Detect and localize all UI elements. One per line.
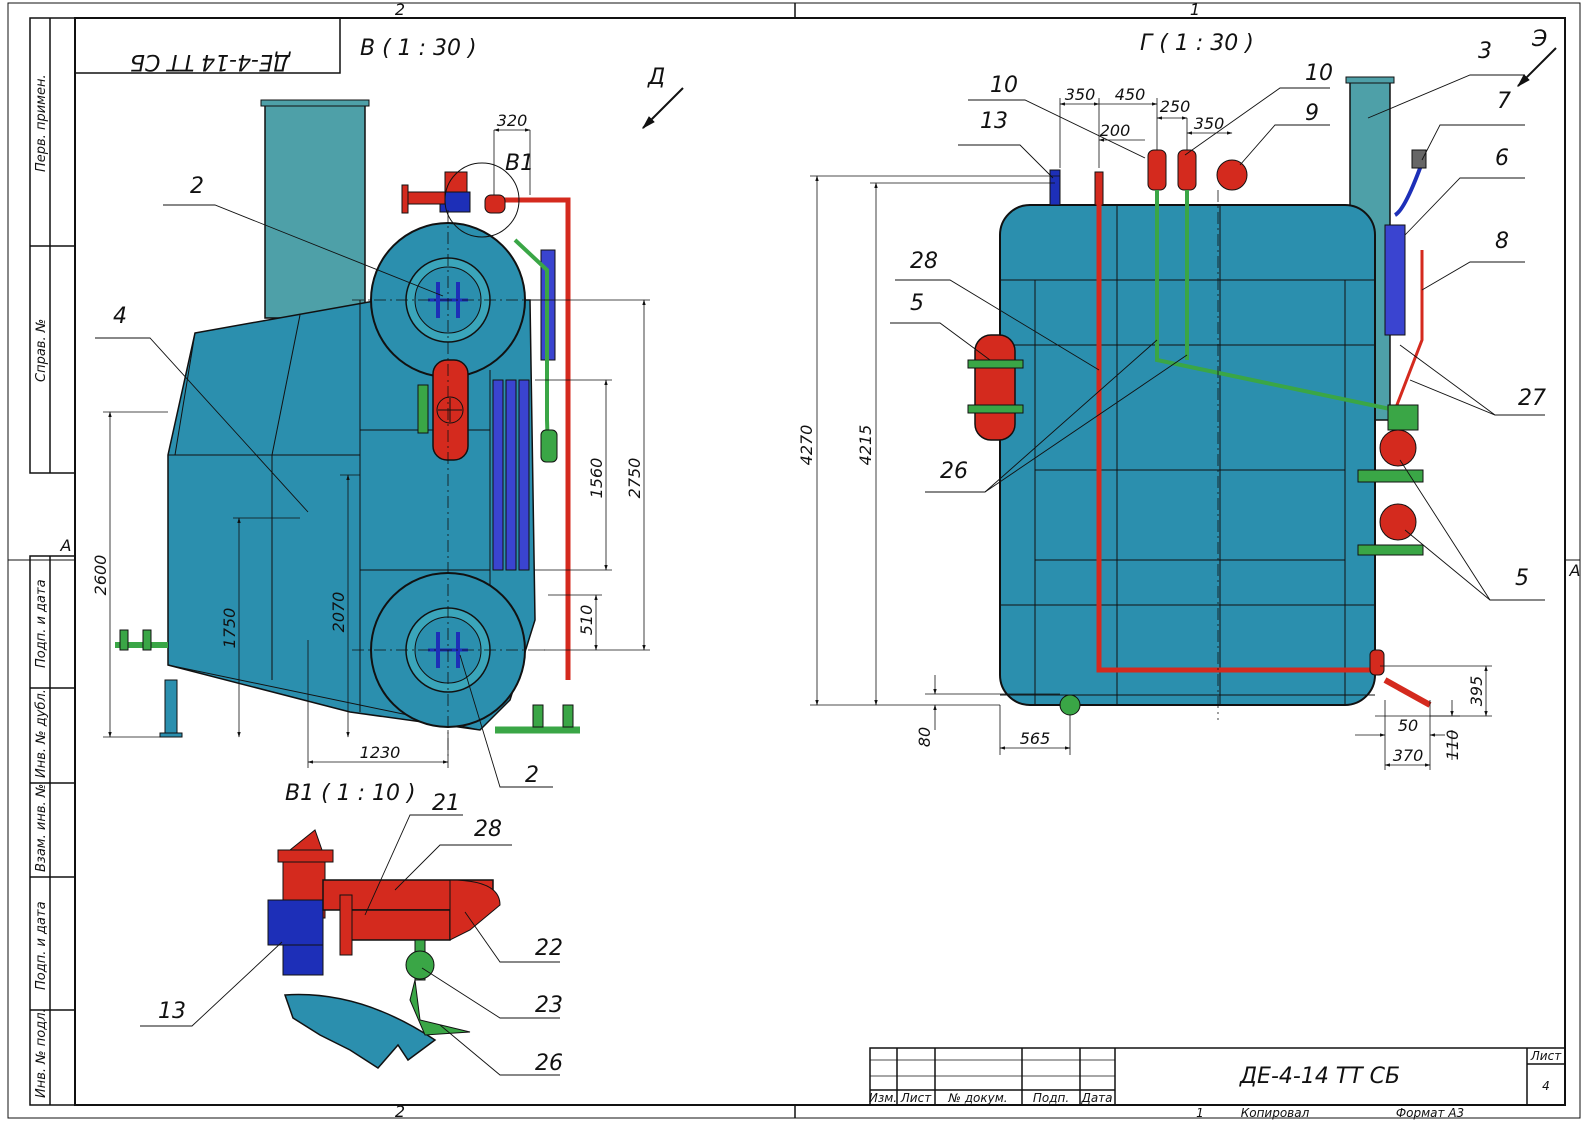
mirrored-designation-box	[74, 17, 341, 74]
label-22: 22	[535, 936, 563, 961]
label-2-bottom: 2	[525, 763, 539, 788]
zone-side-right: А	[1569, 561, 1581, 580]
tb-col-izm: Изм.	[869, 1091, 897, 1105]
view-g-title: Г ( 1 : 30 )	[1140, 31, 1254, 56]
label-10-left: 10	[990, 73, 1018, 98]
label-10-right: 10	[1305, 61, 1333, 86]
dim-450: 450	[1115, 85, 1146, 104]
tb-col-data: Дата	[1080, 1091, 1112, 1105]
stamp-dubl: Инв. № дубл.	[34, 689, 49, 778]
stamp-podp2: Подп. и дата	[34, 901, 49, 990]
label-5-left: 5	[910, 291, 924, 316]
label-6: 6	[1495, 146, 1509, 171]
stamp-perv: Перв. примен.	[34, 74, 49, 172]
dim-50: 50	[1398, 716, 1418, 735]
dim-2070: 2070	[329, 592, 348, 633]
tb-sheet-label: Лист	[1530, 1049, 1562, 1063]
view-g-dims	[810, 98, 1492, 770]
stamp-sprav: Справ. №	[34, 319, 49, 382]
dim-2750: 2750	[625, 458, 644, 499]
label-27: 27	[1518, 386, 1546, 411]
arrow-d	[642, 87, 684, 129]
dim-1560: 1560	[587, 458, 606, 499]
label-21: 21	[432, 791, 460, 816]
stamp-podp1: Подп. и дата	[34, 579, 49, 668]
zone-top-left: 2	[395, 0, 405, 19]
label-8: 8	[1495, 229, 1509, 254]
view-v-leaders	[95, 204, 553, 788]
dim-1750: 1750	[220, 608, 239, 649]
view-v-drawing	[115, 99, 580, 760]
tb-col-podp: Подп.	[1033, 1091, 1069, 1105]
dim-2600: 2600	[91, 555, 110, 596]
stamp-vzam: Взам. инв. №	[34, 784, 49, 872]
label-13-g: 13	[980, 109, 1008, 134]
dim-565: 565	[1020, 729, 1051, 748]
dim-4215: 4215	[856, 425, 875, 466]
detail-circle-b1	[444, 162, 520, 238]
dim-250: 250	[1160, 97, 1191, 116]
label-13-b1: 13	[158, 999, 186, 1024]
red-vessel-g	[974, 334, 1016, 441]
arrow-d-label: Д	[647, 65, 665, 90]
tb-sheet-no: 4	[1542, 1079, 1550, 1093]
mirrored-designation: ДЕ-4-14 ТТ СБ	[130, 49, 291, 74]
dim-4270: 4270	[797, 425, 816, 466]
label-9: 9	[1305, 101, 1319, 126]
dim-110: 110	[1443, 730, 1462, 761]
label-23: 23	[535, 993, 563, 1018]
label-26-g: 26	[940, 459, 968, 484]
view-g-leaders	[890, 74, 1545, 601]
detail-b1-drawing	[267, 829, 501, 1069]
drum-segment	[283, 993, 437, 1069]
label-2-top: 2	[190, 174, 204, 199]
stamp-podl: Инв. № подл.	[34, 1008, 49, 1098]
detail-mark-b1: В1	[505, 151, 534, 176]
dim-80: 80	[915, 727, 934, 747]
chimney	[264, 102, 366, 319]
label-5-right: 5	[1515, 566, 1529, 591]
label-3: 3	[1478, 39, 1492, 64]
dim-1230: 1230	[360, 743, 401, 762]
dim-200: 200	[1100, 121, 1131, 140]
detail-b1-leaders	[140, 814, 560, 1076]
zone-side-left: А	[60, 536, 72, 555]
side-stamp	[29, 17, 76, 1106]
dim-510: 510	[577, 605, 596, 636]
label-4: 4	[113, 304, 127, 329]
arrow-e	[1517, 47, 1557, 87]
label-28-g: 28	[910, 249, 938, 274]
view-v-dims	[103, 128, 650, 768]
zone-top-right: 1	[1190, 0, 1200, 19]
tb-designation: ДЕ-4-14 ТТ СБ	[1239, 1064, 1400, 1089]
label-28-b1: 28	[474, 817, 502, 842]
zone-bottom-left: 2	[395, 1102, 405, 1121]
dim-320: 320	[497, 111, 528, 130]
tb-col-list: Лист	[900, 1091, 932, 1105]
dim-370: 370	[1393, 746, 1424, 765]
view-g-drawing	[967, 76, 1432, 720]
dim-350-right: 350	[1194, 114, 1225, 133]
label-7: 7	[1497, 89, 1511, 114]
dim-350-left: 350	[1065, 85, 1096, 104]
tb-copied: Копировал	[1241, 1106, 1310, 1120]
tb-col-ndoc: № докум.	[947, 1091, 1007, 1105]
tb-bottom-no: 1	[1196, 1106, 1204, 1120]
dim-395: 395	[1467, 676, 1486, 707]
view-v-title: В ( 1 : 30 )	[360, 36, 477, 61]
arrow-e-label: Э	[1531, 27, 1547, 52]
title-block	[869, 1047, 1566, 1106]
tb-format: Формат А3	[1396, 1106, 1464, 1120]
label-26-b1: 26	[535, 1051, 563, 1076]
view-b1-title: В1 ( 1 : 10 )	[285, 781, 416, 806]
